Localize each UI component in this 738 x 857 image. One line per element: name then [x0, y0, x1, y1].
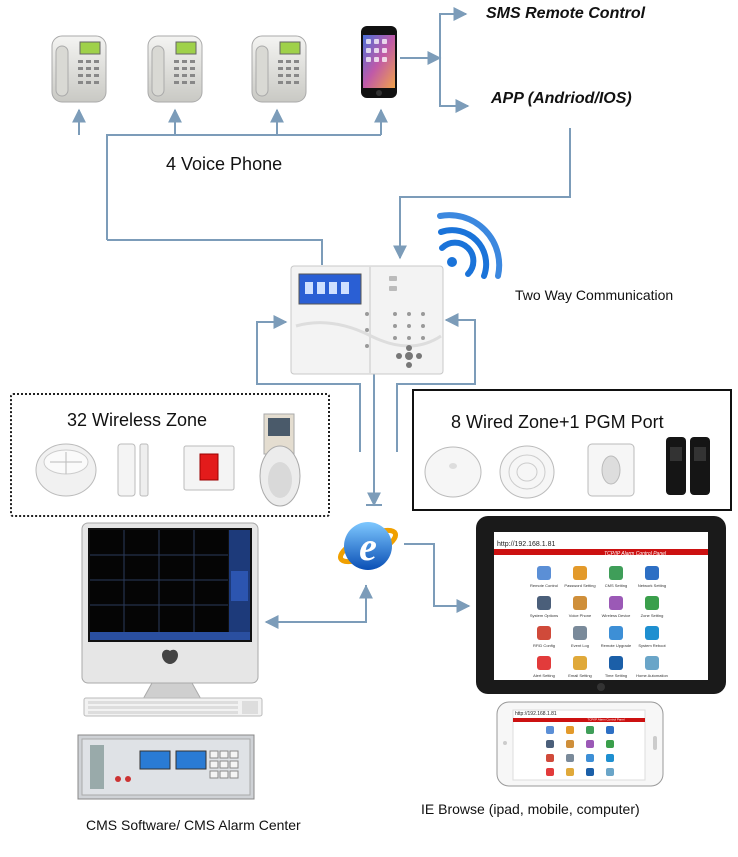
- tablet-app-icon[interactable]: [537, 566, 551, 580]
- tablet-app-label[interactable]: Time Setting: [605, 673, 627, 678]
- voice-phone-label: 4 Voice Phone: [166, 154, 283, 174]
- beam-detector: [666, 437, 710, 495]
- tablet-app-label[interactable]: Alert Setting: [533, 673, 555, 678]
- tablet-app-icon[interactable]: [609, 566, 623, 580]
- desk-phone-2: [147, 35, 203, 103]
- tablet-app-label[interactable]: Zone Setting: [641, 613, 664, 618]
- tablet-app-icon[interactable]: [645, 656, 659, 670]
- tablet-app-icon[interactable]: [609, 656, 623, 670]
- phone-app-icon[interactable]: [606, 726, 614, 734]
- phone-app-icon[interactable]: [546, 754, 554, 762]
- tablet-app-icon[interactable]: [645, 566, 659, 580]
- phone-app-grid: [546, 726, 614, 776]
- wireless-zone-box: [10, 393, 330, 517]
- tablet-app-label[interactable]: RFID Config: [533, 643, 555, 648]
- panic-button: [183, 445, 235, 491]
- tablet-app-icon[interactable]: [609, 596, 623, 610]
- tablet-url: http://192.168.1.81: [497, 541, 555, 548]
- phone-banner: TCP/IP Alarm Control Panel: [587, 718, 624, 722]
- phone-app-icon[interactable]: [546, 740, 554, 748]
- wired-zone-label: 8 Wired Zone+1 PGM Port: [451, 412, 664, 432]
- phone-app-icon[interactable]: [566, 768, 574, 776]
- phone-app-icon[interactable]: [606, 754, 614, 762]
- tablet-app-icon[interactable]: [573, 596, 587, 610]
- tablet-app-icon[interactable]: [573, 626, 587, 640]
- tablet-app-label[interactable]: System Reboot: [638, 643, 666, 648]
- cms-alarm-center-rack: [77, 734, 255, 800]
- tablet-app-label[interactable]: Wireless Device: [602, 613, 631, 618]
- wired-pir: [587, 443, 635, 497]
- wired-smoke-detector: [424, 446, 482, 498]
- tablet-app-label[interactable]: Network Setting: [638, 583, 666, 588]
- desk-phone-3: [251, 35, 307, 103]
- tablet-app-icon[interactable]: [573, 656, 587, 670]
- siren: [499, 445, 555, 499]
- phone-app-icon[interactable]: [546, 726, 554, 734]
- phone-app-icon[interactable]: [586, 768, 594, 776]
- phone-app-icon[interactable]: [566, 726, 574, 734]
- tablet-app-label[interactable]: Remote Upgrade: [601, 643, 632, 648]
- tablet-app-label[interactable]: CMS Setting: [605, 583, 627, 588]
- phone-app-icon[interactable]: [546, 768, 554, 776]
- pir-detector: [259, 413, 301, 507]
- smartphone: [361, 26, 397, 98]
- two-way-communication-label: Two Way Communication: [515, 287, 674, 303]
- tablet-app-icon[interactable]: [645, 596, 659, 610]
- tablet-app-label[interactable]: Event Log: [571, 643, 589, 648]
- keyboard: [83, 697, 263, 717]
- tablet-app-icon[interactable]: [537, 626, 551, 640]
- door-sensor: [117, 443, 149, 497]
- phone-app-icon[interactable]: [566, 754, 574, 762]
- tablet-app-icon[interactable]: [573, 566, 587, 580]
- tablet-app-icon[interactable]: [609, 626, 623, 640]
- wired-zone-box: [412, 389, 732, 511]
- ie-browser-icon: e: [334, 510, 402, 580]
- svg-text:e: e: [359, 524, 377, 569]
- phone-app-icon[interactable]: [566, 740, 574, 748]
- tablet-app-label[interactable]: Password Setting: [564, 583, 595, 588]
- phone-url: http://192.168.1.81: [515, 711, 557, 717]
- desk-phone-1: [51, 35, 107, 103]
- tablet-banner: TCP/IP Alarm Control Panel: [604, 551, 667, 557]
- cms-label: CMS Software/ CMS Alarm Center: [86, 817, 301, 833]
- connection-lines: [72, 7, 571, 629]
- imac-computer: [81, 522, 259, 702]
- ipad: [476, 516, 726, 694]
- wireless-zone-label: 32 Wireless Zone: [67, 410, 208, 430]
- ie-browse-label: IE Browse (ipad, mobile, computer): [421, 801, 640, 817]
- phone-app-icon[interactable]: [586, 726, 594, 734]
- tablet-app-icon[interactable]: [537, 656, 551, 670]
- smoke-detector: [35, 443, 97, 497]
- wifi-icon: [437, 212, 503, 279]
- tablet-app-icon[interactable]: [645, 626, 659, 640]
- tablet-app-label[interactable]: Voice Phone: [569, 613, 592, 618]
- phone-app-icon[interactable]: [586, 740, 594, 748]
- tablet-app-icon[interactable]: [537, 596, 551, 610]
- phone-app-icon[interactable]: [606, 768, 614, 776]
- iphone-landscape: [496, 701, 664, 787]
- tablet-app-label[interactable]: Home Automation: [636, 673, 668, 678]
- tablet-app-label[interactable]: Remote Control: [530, 583, 558, 588]
- phone-app-icon[interactable]: [586, 754, 594, 762]
- tablet-app-label[interactable]: Email Setting: [568, 673, 592, 678]
- sms-remote-control-label: SMS Remote Control: [486, 5, 646, 22]
- tablet-app-label[interactable]: System Options: [530, 613, 558, 618]
- alarm-panel: [290, 265, 444, 375]
- tablet-app-grid: Remote Control Password Setting CMS Settin…: [530, 566, 668, 678]
- app-label: APP (Andriod/IOS): [491, 90, 632, 107]
- phone-app-icon[interactable]: [606, 740, 614, 748]
